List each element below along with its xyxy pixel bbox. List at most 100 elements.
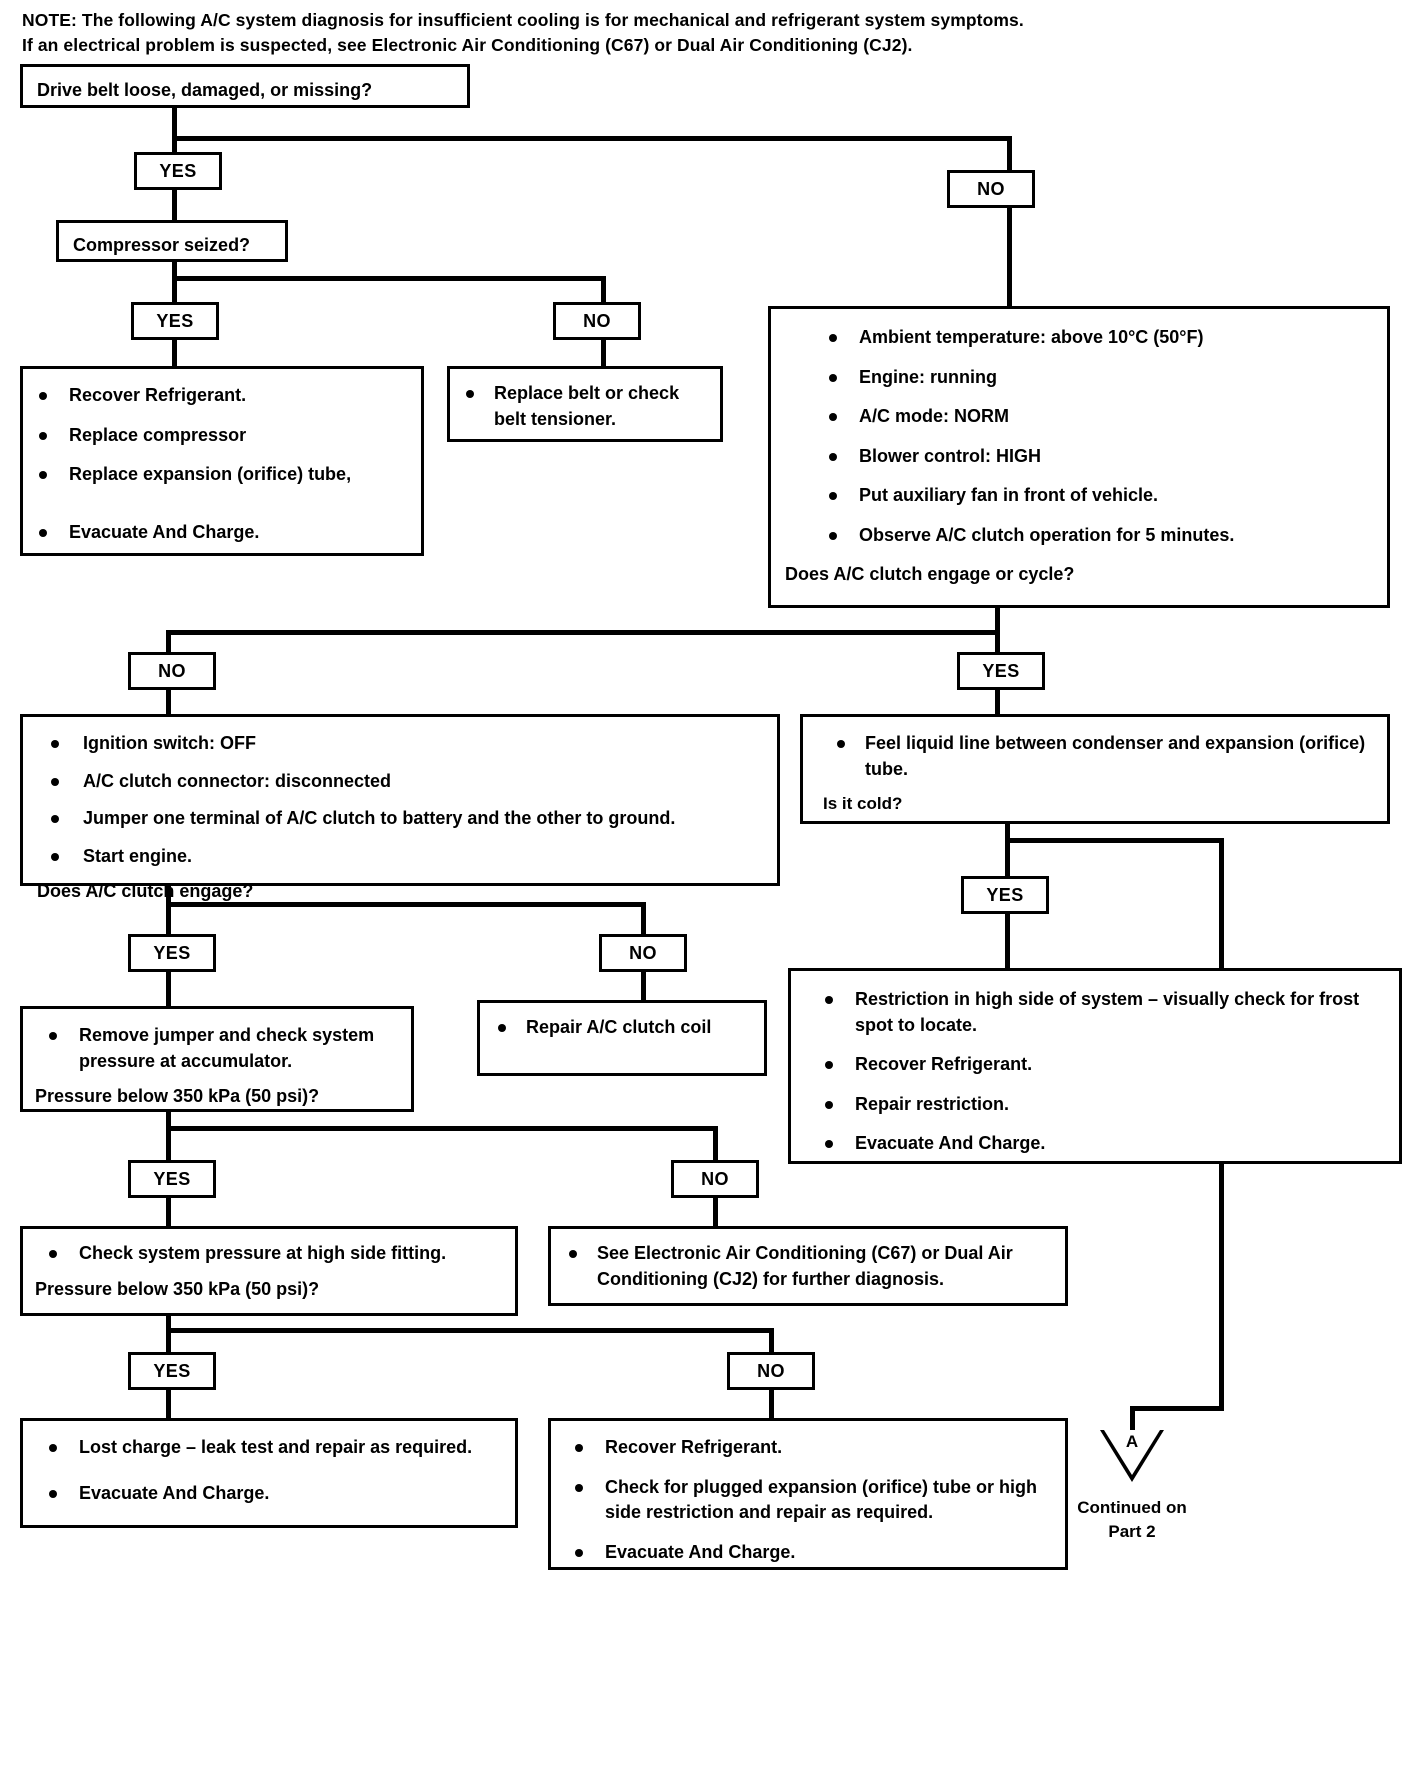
node-lost-charge-list: Lost charge – leak test and repair as re… (35, 1435, 503, 1506)
list-item: Ignition switch: OFF (37, 731, 765, 757)
list-item: Replace belt or check belt tensioner. (452, 381, 710, 432)
list-item: Replace expansion (orifice) tube, (25, 462, 411, 488)
connector-line (995, 630, 1000, 654)
connector-line (1130, 1406, 1224, 1411)
branch-no-check-high-side: NO (727, 1352, 815, 1390)
branch-yes-feel-liquid-line: YES (961, 876, 1049, 914)
node-see-electronic-list: See Electronic Air Conditioning (C67) or… (555, 1241, 1055, 1292)
node-recover-replace-list: Recover Refrigerant. Replace compressor … (25, 383, 411, 545)
diagnosis-note: NOTE: The following A/C system diagnosis… (22, 10, 1024, 55)
list-item: Check system pressure at high side fitti… (35, 1241, 503, 1267)
connector-line (713, 1126, 718, 1160)
list-item: See Electronic Air Conditioning (C67) or… (555, 1241, 1055, 1292)
connector-line (166, 1126, 171, 1160)
branch-yes-check-high-side: YES (128, 1352, 216, 1390)
branch-no-compressor: NO (553, 302, 641, 340)
connector-line (172, 190, 177, 220)
connector-line (166, 972, 171, 1008)
list-item: Recover Refrigerant. (811, 1052, 1381, 1078)
connector-line (769, 1390, 774, 1420)
list-item: Put auxiliary fan in front of vehicle. (815, 483, 1371, 509)
connector-line (1005, 838, 1010, 876)
list-item: Repair A/C clutch coil (484, 1015, 754, 1041)
list-item: Evacuate And Charge. (561, 1540, 1053, 1566)
list-item: Evacuate And Charge. (811, 1131, 1381, 1157)
connector-line (172, 262, 177, 280)
node-lost-charge: Lost charge – leak test and repair as re… (20, 1418, 518, 1528)
node-remove-jumper-list: Remove jumper and check system pressure … (35, 1023, 399, 1074)
connector-line (166, 886, 171, 906)
connector-line (166, 1328, 171, 1354)
connector-line (1007, 136, 1012, 170)
list-item: Replace compressor (25, 423, 411, 449)
list-item: A/C clutch connector: disconnected (37, 769, 765, 795)
node-restriction-high-side-list: Restriction in high side of system – vis… (811, 987, 1381, 1157)
branch-yes-clutch-observe: YES (957, 652, 1045, 690)
node-recover-check-plugged: Recover Refrigerant. Check for plugged e… (548, 1418, 1068, 1570)
list-item: Remove jumper and check system pressure … (35, 1023, 399, 1074)
list-item: Ambient temperature: above 10°C (50°F) (815, 325, 1371, 351)
connector-line (172, 108, 177, 140)
connector-line (166, 902, 171, 934)
connector-line (995, 690, 1000, 716)
list-item: A/C mode: NORM (815, 404, 1371, 430)
node-clutch-observe-question: Does A/C clutch engage or cycle? (785, 564, 1075, 585)
connector-line (166, 630, 1000, 635)
branch-no-jumper-clutch: NO (599, 934, 687, 972)
connector-line (172, 276, 606, 281)
connector-line (641, 972, 646, 1000)
connector-line (166, 1390, 171, 1420)
branch-no-remove-jumper: NO (671, 1160, 759, 1198)
node-remove-jumper-question: Pressure below 350 kPa (50 psi)? (35, 1086, 320, 1107)
list-item: Observe A/C clutch operation for 5 minut… (815, 523, 1371, 549)
node-remove-jumper: Remove jumper and check system pressure … (20, 1006, 414, 1112)
connector-line (1005, 838, 1223, 843)
list-item: Blower control: HIGH (815, 444, 1371, 470)
connector-line (641, 902, 646, 934)
connector-line (1005, 824, 1010, 842)
node-feel-liquid-line: Feel liquid line between condenser and e… (800, 714, 1390, 824)
connector-line (172, 276, 177, 302)
branch-yes-compressor: YES (131, 302, 219, 340)
connector-line (601, 340, 606, 368)
connector-line (166, 1112, 171, 1130)
branch-no-drive-belt: NO (947, 170, 1035, 208)
node-see-electronic: See Electronic Air Conditioning (C67) or… (548, 1226, 1068, 1306)
connector-line (1005, 914, 1010, 970)
node-clutch-observe-list: Ambient temperature: above 10°C (50°F) E… (815, 325, 1371, 548)
connector-line (166, 630, 171, 654)
branch-yes-drive-belt: YES (134, 152, 222, 190)
connector-line (1007, 208, 1012, 306)
list-item: Evacuate And Charge. (35, 1481, 503, 1507)
list-item: Feel liquid line between condenser and e… (823, 731, 1373, 782)
node-check-high-side: Check system pressure at high side fitti… (20, 1226, 518, 1316)
node-repair-clutch-coil-list: Repair A/C clutch coil (484, 1015, 754, 1041)
node-replace-belt-list: Replace belt or check belt tensioner. (452, 381, 710, 432)
connector-line (166, 902, 646, 907)
connector-line (166, 1198, 171, 1228)
connector-line (995, 608, 1000, 634)
list-item: Check for plugged expansion (orifice) tu… (561, 1475, 1053, 1526)
connector-line (166, 690, 171, 716)
connector-line (172, 136, 1012, 141)
list-item: Jumper one terminal of A/C clutch to bat… (37, 806, 765, 832)
node-repair-clutch-coil: Repair A/C clutch coil (477, 1000, 767, 1076)
list-item: Recover Refrigerant. (25, 383, 411, 409)
list-item: Evacuate And Charge. (25, 520, 411, 546)
node-check-high-side-list: Check system pressure at high side fitti… (35, 1241, 503, 1267)
list-item: Lost charge – leak test and repair as re… (35, 1435, 503, 1461)
node-drive-belt-question: Drive belt loose, damaged, or missing? (37, 80, 373, 100)
node-check-high-side-question: Pressure below 350 kPa (50 psi)? (35, 1278, 320, 1299)
node-recover-check-plugged-list: Recover Refrigerant. Check for plugged e… (561, 1435, 1053, 1565)
node-jumper-clutch-list: Ignition switch: OFF A/C clutch connecto… (37, 731, 765, 869)
node-drive-belt: Drive belt loose, damaged, or missing? (20, 64, 470, 108)
node-feel-liquid-line-question: Is it cold? (823, 794, 903, 814)
connector-line (166, 1316, 171, 1334)
list-item: Repair restriction. (811, 1092, 1381, 1118)
node-replace-belt: Replace belt or check belt tensioner. (447, 366, 723, 442)
branch-no-clutch-observe: NO (128, 652, 216, 690)
triangle-inner (1104, 1430, 1160, 1475)
node-jumper-clutch: Ignition switch: OFF A/C clutch connecto… (20, 714, 780, 901)
node-clutch-observe: Ambient temperature: above 10°C (50°F) E… (768, 306, 1390, 608)
